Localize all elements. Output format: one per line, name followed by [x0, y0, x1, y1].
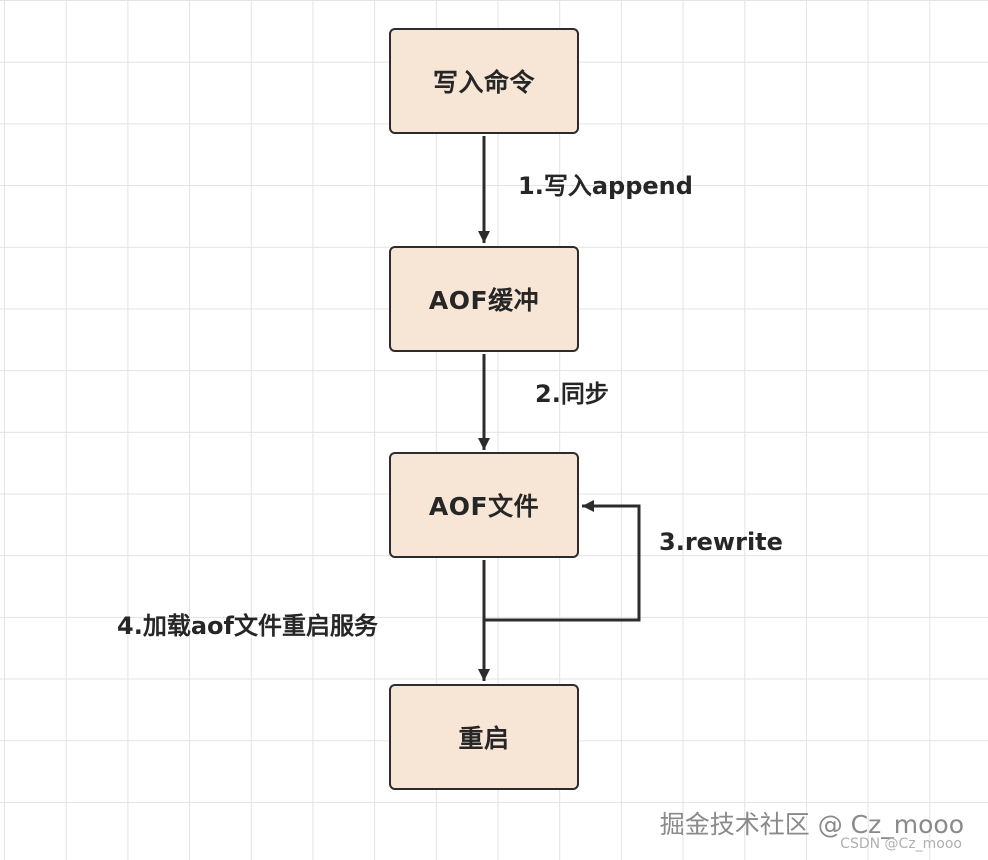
edge-label-sync: 2.同步	[535, 380, 609, 408]
watermark-csdn: CSDN @Cz_mooo	[840, 836, 962, 852]
edge-label-append: 1.写入append	[518, 172, 693, 200]
watermark-juejin: 掘金技术社区 @ Cz_mooo	[659, 810, 964, 839]
edge-label-load-restart: 4.加载aof文件重启服务	[117, 612, 378, 640]
node-aof-file: AOF文件	[389, 452, 579, 558]
node-restart: 重启	[389, 684, 579, 790]
arrow-rewrite-loop	[484, 500, 641, 622]
node-write-command: 写入命令	[389, 28, 579, 134]
node-aof-buffer: AOF缓冲	[389, 246, 579, 352]
edge-label-rewrite: 3.rewrite	[659, 528, 783, 556]
